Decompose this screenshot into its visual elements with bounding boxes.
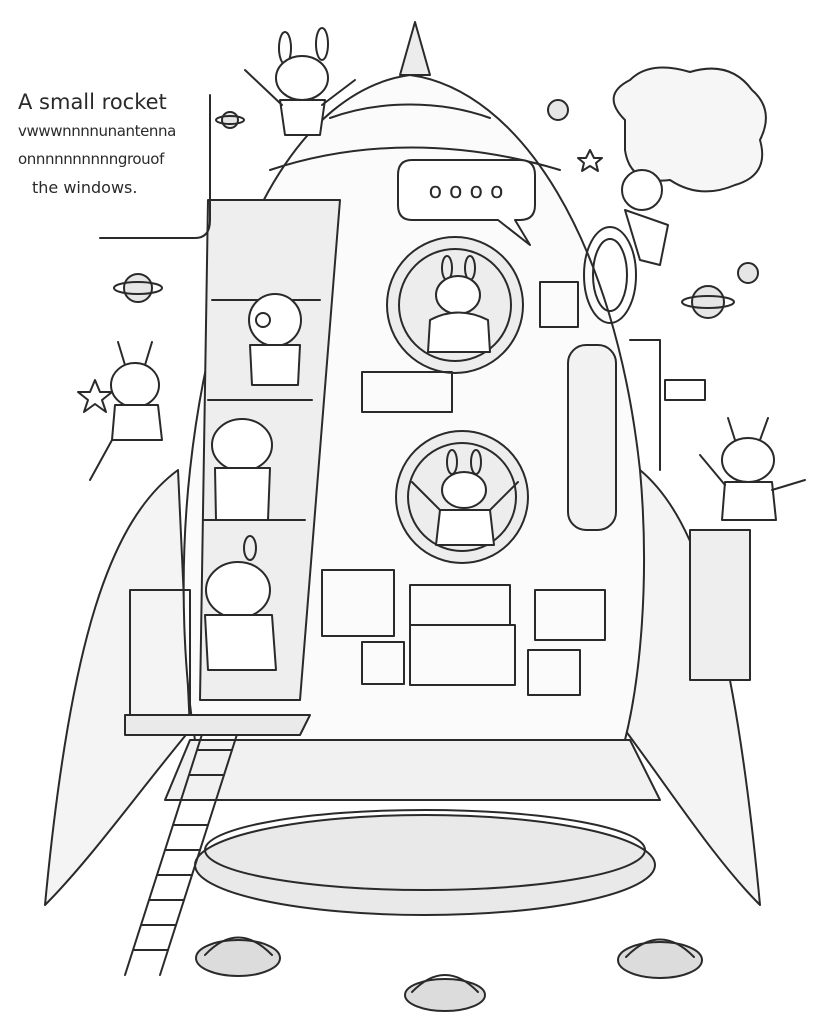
speech-bubble-text: o o o o [429, 179, 504, 204]
small-planet [215, 111, 245, 129]
landing-foot [195, 939, 281, 977]
hull-panel [534, 589, 606, 641]
bunny-in-window [427, 255, 491, 353]
alien-right [699, 417, 806, 521]
engine-skirt [164, 739, 661, 801]
speech-bubble [397, 159, 536, 246]
caption-line-2: vwwwnnnnunantenna [18, 122, 176, 140]
hull-panel [361, 641, 405, 685]
right-fin [624, 469, 761, 906]
star [577, 149, 603, 172]
landing-foot [617, 941, 703, 979]
round-creature [211, 418, 273, 521]
hull-panel [527, 649, 581, 696]
astronaut-in-hatch [248, 293, 302, 386]
hull-panel [409, 624, 516, 686]
oxygen-tank [567, 344, 617, 531]
floating-astronaut [612, 66, 767, 266]
nose-cone [399, 21, 431, 76]
nose-band [329, 103, 491, 119]
side-machine [689, 529, 751, 681]
small-planet [681, 285, 735, 319]
hull-panel [539, 281, 579, 328]
caption-text: A small rocket vwwwnnnnunantenna onnnnnn… [18, 90, 208, 197]
hull-panel [321, 569, 395, 637]
deck-platform [124, 714, 311, 736]
small-planet [113, 273, 163, 303]
star [77, 379, 113, 413]
crate [129, 589, 191, 716]
small-satellite [737, 262, 759, 284]
left-fin [44, 469, 191, 906]
caption-line-1: A small rocket [18, 90, 167, 114]
bunny-astronaut [244, 27, 356, 136]
caption-frame [99, 94, 211, 239]
side-porthole [583, 226, 637, 324]
bunny-in-window [411, 449, 519, 546]
base-platform [194, 814, 656, 916]
creature-on-deck [204, 535, 277, 671]
caption-line-4: the windows. [32, 178, 138, 197]
caption-line-3: onnnnnnnnnngrouof [18, 150, 164, 168]
small-satellite [547, 99, 569, 121]
hull-panel [361, 371, 453, 413]
landing-foot [404, 978, 486, 1012]
ladder [124, 724, 241, 976]
alien-left [89, 341, 163, 481]
